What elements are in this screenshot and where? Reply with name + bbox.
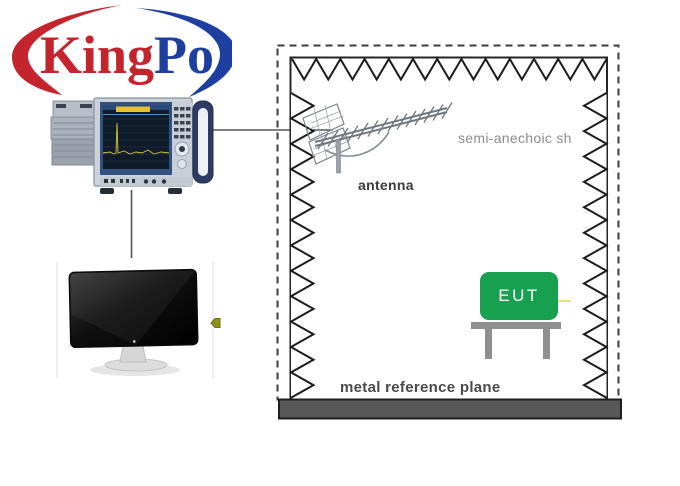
analyzer-bnc-3 (161, 179, 167, 184)
chamber-label: semi-anechoic sh (458, 130, 572, 146)
analyzer-module-top (52, 100, 97, 118)
analyzer-bnc-2 (151, 179, 157, 184)
metal-reference-plane-label: metal reference plane (340, 379, 501, 396)
analyzer-module-bottom (51, 138, 98, 166)
eut-box: EUT (480, 272, 558, 320)
metal-reference-plane (278, 398, 622, 420)
absorbers-left (288, 92, 316, 399)
monitor-screen (68, 268, 199, 349)
monitor-screen-group (68, 268, 199, 349)
monitor-image (56, 262, 221, 378)
eut-table-top (471, 322, 561, 329)
logo-red-swoosh (12, 5, 122, 95)
antenna-image (302, 102, 453, 174)
monitor-screen-gloss (70, 270, 196, 345)
analyzer-screen-grid (103, 118, 169, 162)
anechoic-chamber (276, 44, 622, 420)
analyzer-connector-ports (104, 179, 135, 183)
eut-table-leg-right (543, 329, 550, 359)
antenna-elements (317, 102, 453, 150)
kingpo-logo: KingPo (12, 5, 232, 97)
analyzer-bnc-1 (143, 179, 149, 184)
analyzer-module-slots (56, 104, 92, 108)
spectrum-analyzer-image (50, 97, 214, 194)
yellow-tag-icon (210, 318, 221, 328)
antenna-reflector-lower (308, 127, 351, 165)
analyzer-screen-spectrum-trace (102, 122, 170, 155)
logo-blue-swoosh (136, 8, 232, 97)
eut-cable (557, 300, 571, 302)
analyzer-keypad-buttons (174, 107, 191, 139)
antenna-reflector-upper-mesh (306, 104, 344, 137)
monitor-camera-dot (132, 340, 136, 343)
monitor-stand-neck (119, 345, 147, 363)
analyzer-foot-left (100, 188, 114, 194)
chamber-dashed-border (276, 44, 620, 401)
logo-text-po: Po (154, 25, 214, 85)
analyzer-screen (103, 105, 169, 169)
analyzer-foot-right (168, 188, 182, 194)
eut-table-leg-left (485, 329, 492, 359)
analyzer-knob-small (177, 159, 187, 169)
logo-text: KingPo (40, 25, 214, 85)
antenna-label: antenna (358, 177, 414, 193)
antenna-mast (336, 139, 341, 174)
analyzer-handle-slot (198, 108, 208, 176)
analyzer-module-mid (50, 116, 98, 140)
analyzer-module-ridges (53, 122, 95, 158)
analyzer-knob-large-center (179, 146, 185, 152)
analyzer-screen-menubar (116, 106, 150, 112)
absorbers-right (581, 92, 609, 399)
absorbers-top (291, 57, 608, 82)
logo-text-king: King (40, 25, 154, 85)
antenna-feed-loop (324, 131, 390, 157)
